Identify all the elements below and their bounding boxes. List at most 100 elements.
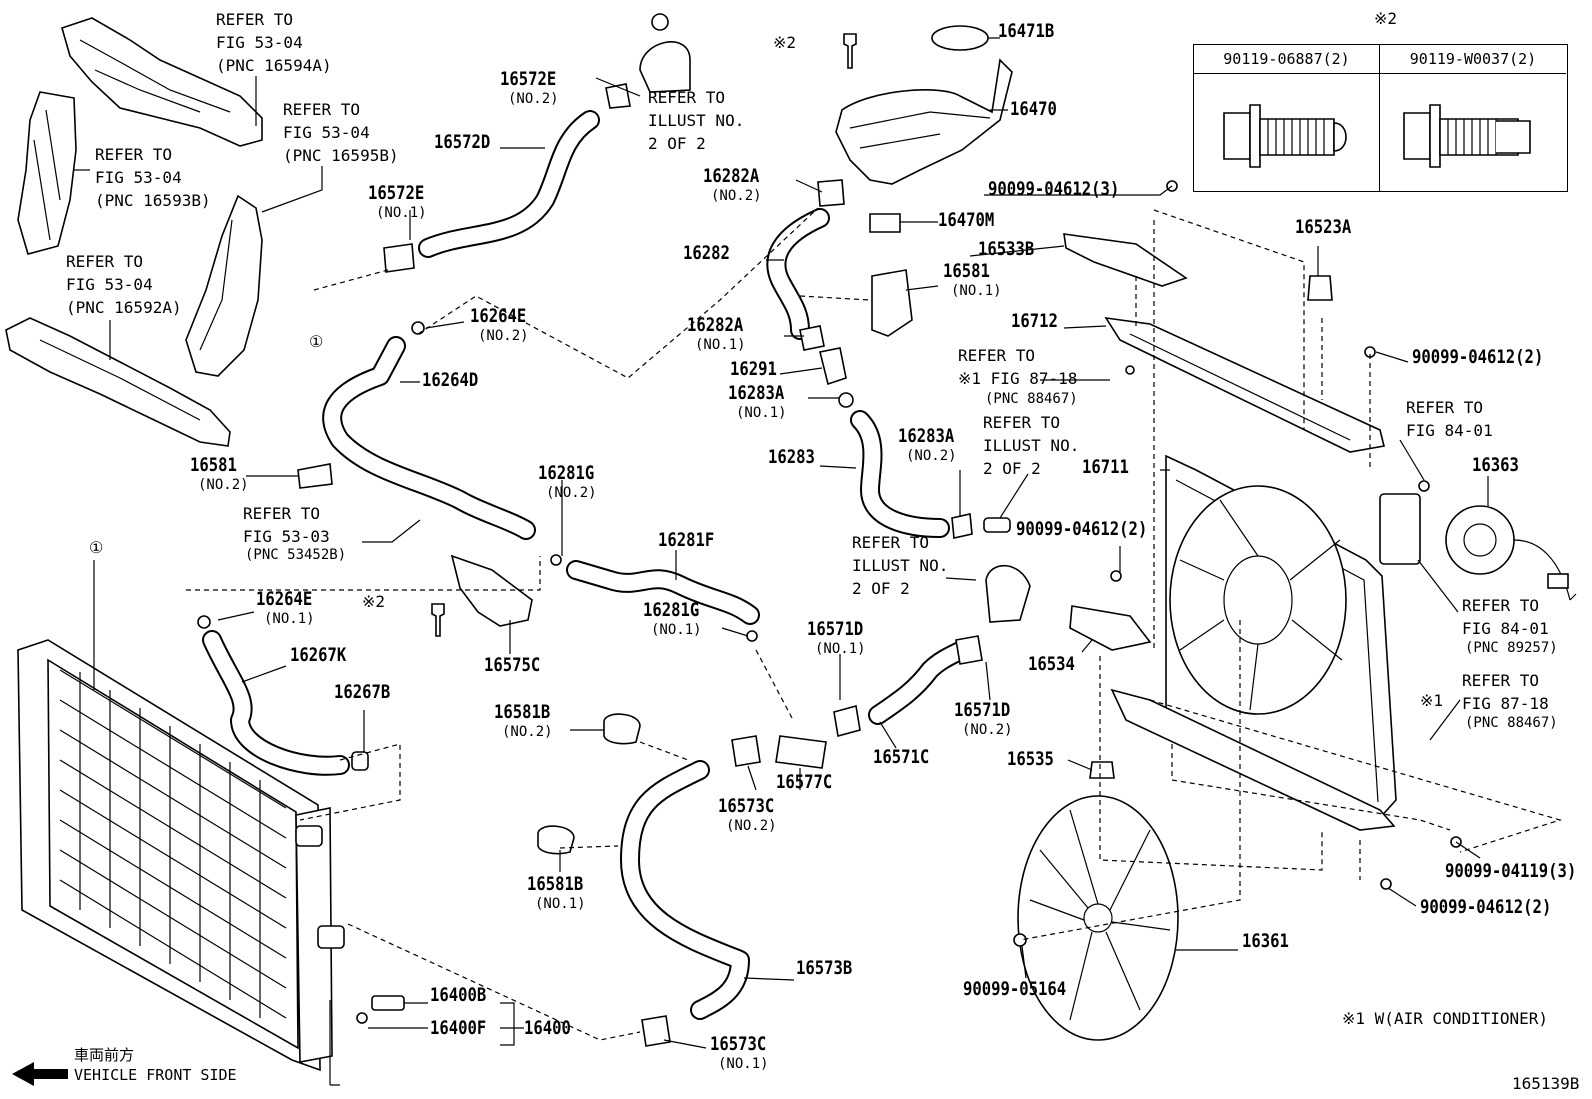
p-16575c: 16575C (484, 654, 541, 676)
p-16281g-1-sub: (NO.1) (651, 622, 702, 638)
pipe-16577c (775, 735, 827, 769)
p-16571d-1: 16571D (807, 618, 864, 640)
bracket-16533b (1063, 233, 1188, 287)
grommet-16470m (869, 213, 901, 233)
mk-circ-1: ① (309, 332, 324, 351)
mk-x2-mid: ※2 (362, 592, 386, 611)
vehicle-front-jp: 車両前方 (74, 1046, 135, 1064)
p-16573b: 16573B (796, 957, 853, 979)
ref-88467-a: REFER TO ※1 FIG 87-18 (958, 346, 1078, 388)
lower-bracket-16592a (5, 317, 231, 447)
vehicle-front-arrow (12, 1062, 68, 1086)
p-16281g-2: 16281G (538, 462, 595, 484)
p-16264d: 16264D (422, 369, 479, 391)
p-16581-2: 16581 (190, 454, 237, 476)
clamp-16283a-no2 (951, 513, 973, 539)
pnc-88467-b: (PNC 88467) (1465, 715, 1558, 731)
p-90099-04119-3: 90099-04119(3) (1445, 860, 1577, 882)
clamp-16572e-no1 (383, 243, 415, 273)
bracket-16581-no2 (297, 463, 333, 489)
bolt-table-col1: 90119-06887(2) (1194, 45, 1380, 74)
p-16264e-2-sub: (NO.2) (478, 328, 529, 344)
ref-illust-3: REFER TO ILLUST NO. 2 OF 2 (852, 533, 949, 598)
ref-16593b: REFER TO FIG 53-04 (PNC 16593B) (95, 145, 211, 210)
p-16282a-2-sub: (NO.2) (711, 188, 762, 204)
p-16572e-1: 16572E (368, 182, 425, 204)
clamp-16581b-no1 (537, 825, 575, 855)
p-16283a-2: 16283A (898, 425, 955, 447)
drain-cock-16400b (371, 995, 405, 1011)
p-16523a: 16523A (1295, 216, 1352, 238)
p-16283a-1: 16283A (728, 382, 785, 404)
clamp-16571d-no2 (955, 635, 983, 665)
p-16581b-1-sub: (NO.1) (535, 896, 586, 912)
p-16471b: 16471B (998, 20, 1055, 42)
p-16283a-1-sub: (NO.1) (736, 405, 787, 421)
bolt-icon-06887 (1223, 104, 1347, 168)
clamp-16283a-no1 (838, 392, 854, 408)
clamp-16281g-no1 (746, 630, 758, 642)
bolt-table: 90119-06887(2) 90119-W0037(2) (1193, 44, 1568, 192)
clamp-16281g-no2 (550, 554, 562, 566)
bolt-icon-w0037 (1403, 104, 1531, 168)
p-16281g-1: 16281G (643, 599, 700, 621)
clamp-16581b-no2 (603, 713, 641, 745)
ref-illust-2: REFER TO ILLUST NO. 2 OF 2 (983, 413, 1080, 478)
p-16282a-1: 16282A (687, 314, 744, 336)
bolt-x2-mid (431, 603, 445, 637)
p-16581-2-sub: (NO.2) (198, 477, 249, 493)
clamp-16282a-no1 (799, 325, 825, 351)
p-16361: 16361 (1242, 930, 1289, 952)
ref-89257: REFER TO FIG 84-01 (1462, 596, 1549, 638)
p-16581-1: 16581 (943, 260, 990, 282)
p-16572e-2: 16572E (500, 68, 557, 90)
ref-16592a: REFER TO FIG 53-04 (PNC 16592A) (66, 252, 182, 317)
bracket-16534 (1069, 605, 1152, 651)
mk-x1-right: ※1 (1420, 691, 1444, 710)
clamp-16573c-no2 (731, 735, 761, 767)
p-16400: 16400 (524, 1017, 571, 1039)
ref-53452b: REFER TO FIG 53-03 (243, 504, 330, 546)
p-16573c-2-sub: (NO.2) (726, 818, 777, 834)
p-16573c-2: 16573C (718, 795, 775, 817)
p-16571c: 16571C (873, 746, 930, 768)
p-16282: 16282 (683, 242, 730, 264)
p-16400f: 16400F (430, 1017, 487, 1039)
grommet-16523a (1307, 275, 1333, 301)
upper-bracket-16594a (61, 17, 263, 147)
p-16267b: 16267B (334, 681, 391, 703)
o-ring-16400f (356, 1012, 368, 1024)
pnc-88467-a: (PNC 88467) (985, 391, 1078, 407)
mk-x2-top: ※2 (773, 33, 797, 52)
pnc-53452b: (PNC 53452B) (245, 547, 347, 563)
p-16571d-2-sub: (NO.2) (962, 722, 1013, 738)
clamp-16282a-no2 (817, 179, 845, 207)
p-16470: 16470 (1010, 98, 1057, 120)
mk-circ-2: ① (89, 538, 104, 557)
clamp-16264e-no2 (411, 321, 425, 335)
side-bracket-16595b (185, 194, 263, 377)
ref-88467-b: REFER TO FIG 87-18 (1462, 671, 1549, 713)
p-16281f: 16281F (658, 529, 715, 551)
p-16573c-1: 16573C (710, 1033, 767, 1055)
clamp-16571d-no1 (833, 704, 861, 738)
motor-16363 (1379, 493, 1577, 601)
pnc-89257: (PNC 89257) (1465, 640, 1558, 656)
water-outlet (639, 41, 691, 93)
p-16282a-2: 16282A (703, 165, 760, 187)
clamp-16267b (351, 751, 369, 771)
p-16571d-1-sub: (NO.1) (815, 641, 866, 657)
p-16581b-2: 16581B (494, 701, 551, 723)
p-16581b-2-sub: (NO.2) (502, 724, 553, 740)
p-16711: 16711 (1082, 456, 1129, 478)
joint-16291 (819, 347, 847, 386)
p-16264e-1-sub: (NO.1) (264, 611, 315, 627)
p-16264e-2: 16264E (470, 305, 527, 327)
p-16533b: 16533B (978, 238, 1035, 260)
ref-16594a: REFER TO FIG 53-04 (PNC 16594A) (216, 10, 332, 75)
p-16577c: 16577C (776, 771, 833, 793)
cushion-16535 (1089, 761, 1115, 779)
p-16363: 16363 (1472, 454, 1519, 476)
